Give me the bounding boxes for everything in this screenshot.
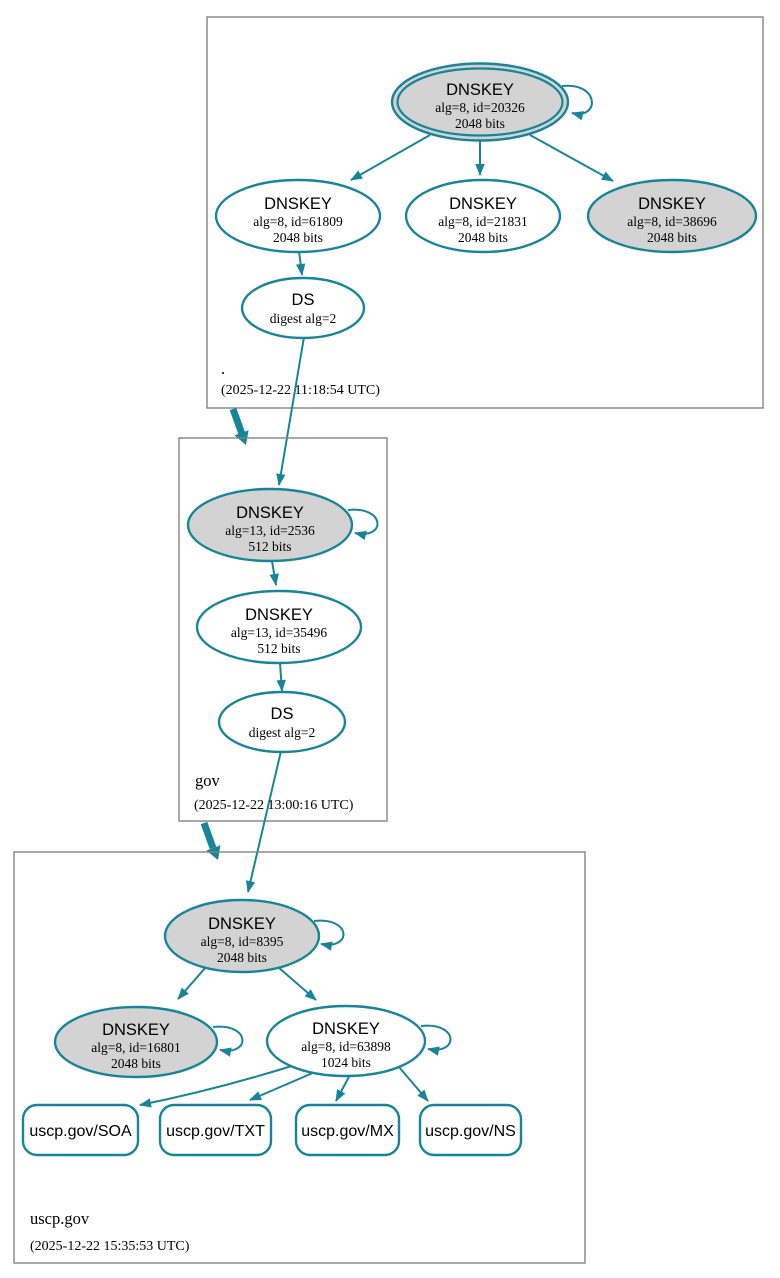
- rrset-mx-rect: [294, 1103, 401, 1157]
- gov-ds-title: DS: [271, 705, 294, 723]
- gov-zsk-detail2: 512 bits: [257, 641, 300, 656]
- root-ksk-title: DNSKEY: [446, 81, 514, 99]
- node-gov-zsk-35496: DNSKEY alg=13, id=35496 512 bits: [195, 589, 363, 665]
- gov-ksk-detail2: 512 bits: [248, 539, 291, 554]
- uscp-ksk-detail1: alg=8, id=8395: [201, 934, 284, 949]
- uscp-63898-detail1: alg=8, id=63898: [301, 1039, 391, 1054]
- uscp-16801-detail2: 2048 bits: [111, 1056, 161, 1071]
- rrset-txt-label: uscp.gov/TXT: [166, 1123, 265, 1140]
- uscp-16801-ellipse: [53, 1005, 219, 1079]
- root-zsk38696-detail2: 2048 bits: [647, 230, 697, 245]
- gov-zsk-detail1: alg=13, id=35496: [231, 625, 327, 640]
- root-zsk61809-ellipse: [214, 178, 382, 254]
- uscp-ksk-ellipse: [163, 898, 321, 974]
- rrset-box-ns: uscp.gov/NS: [418, 1103, 523, 1157]
- edge-gov-ds-to-uscp-ksk: [245, 750, 282, 893]
- zone-label-root: .: [221, 359, 225, 378]
- node-root-zsk-61809: DNSKEY alg=8, id=61809 2048 bits: [214, 178, 382, 254]
- node-uscp-ksk-8395: DNSKEY alg=8, id=8395 2048 bits: [163, 898, 321, 974]
- root-zsk38696-title: DNSKEY: [638, 195, 706, 213]
- self-loop-root-ksk: [561, 84, 593, 121]
- rrset-txt-rect: [158, 1103, 273, 1157]
- gov-ksk-detail1: alg=13, id=2536: [225, 523, 315, 538]
- gov-zsk-ellipse: [195, 589, 363, 665]
- node-root-zsk-21831: DNSKEY alg=8, id=21831 2048 bits: [404, 178, 562, 254]
- root-ksk-inner-ellipse: [396, 67, 564, 137]
- gov-zsk-title: DNSKEY: [245, 606, 313, 624]
- zone-box-gov: [178, 437, 388, 822]
- root-zsk21831-detail2: 2048 bits: [458, 230, 508, 245]
- root-zsk21831-title: DNSKEY: [449, 195, 517, 213]
- root-zsk21831-detail1: alg=8, id=21831: [438, 214, 527, 229]
- self-loop-uscp-ksk: [313, 919, 345, 951]
- root-zsk21831-ellipse: [404, 178, 562, 254]
- gov-ds-detail1: digest alg=2: [249, 725, 315, 740]
- root-ksk-detail2: 2048 bits: [455, 116, 505, 131]
- rrset-mx-label: uscp.gov/MX: [301, 1123, 394, 1140]
- node-uscp-zsk-63898: DNSKEY alg=8, id=63898 1024 bits: [265, 1004, 427, 1078]
- uscp-ksk-title: DNSKEY: [208, 915, 276, 933]
- rrset-ns-rect: [418, 1103, 523, 1157]
- root-ksk-detail1: alg=8, id=20326: [435, 100, 525, 115]
- edge-gov-zsk-to-ds: [276, 662, 286, 692]
- edge-root-ksk-to-zsk61809: [350, 134, 431, 181]
- zone-box-root: [206, 16, 764, 409]
- zone-timestamp-uscp: (2025-12-22 15:35:53 UTC): [30, 1239, 190, 1254]
- rrset-soa-rect: [21, 1103, 140, 1157]
- self-loop-gov-ksk: [347, 508, 379, 540]
- uscp-ksk-detail2: 2048 bits: [217, 950, 267, 965]
- rrset-box-txt: uscp.gov/TXT: [158, 1103, 273, 1157]
- node-uscp-key-16801: DNSKEY alg=8, id=16801 2048 bits: [53, 1005, 219, 1079]
- node-gov-ds: DS digest alg=2: [217, 690, 347, 754]
- zone-timestamp-gov: (2025-12-22 13:00:16 UTC): [194, 798, 354, 813]
- zone-label-gov: gov: [195, 771, 221, 790]
- zone-box-uscp: [13, 851, 586, 1264]
- edge-63898-to-ns: [398, 1066, 429, 1102]
- delegation-arrow-root-to-gov: [229, 407, 249, 445]
- root-zsk61809-title: DNSKEY: [264, 195, 332, 213]
- root-zsk61809-detail2: 2048 bits: [273, 230, 323, 245]
- root-zsk38696-ellipse: [586, 178, 758, 254]
- root-ds-detail1: digest alg=2: [270, 311, 336, 326]
- gov-ksk-ellipse: [186, 487, 354, 563]
- root-zsk61809-detail1: alg=8, id=61809: [253, 214, 343, 229]
- edge-uscp-ksk-to-16801: [177, 966, 207, 1000]
- edge-63898-to-soa: [139, 1064, 296, 1108]
- edge-63898-to-txt: [249, 1068, 323, 1101]
- edge-root-ds-to-gov-ksk: [276, 336, 305, 486]
- self-loop-uscp-63898: [420, 1024, 452, 1056]
- edge-zsk61809-to-ds: [295, 250, 306, 276]
- rrset-ns-label: uscp.gov/NS: [425, 1123, 516, 1140]
- root-ds-ellipse: [240, 276, 366, 340]
- node-gov-ksk-2536: DNSKEY alg=13, id=2536 512 bits: [186, 487, 354, 563]
- uscp-16801-title: DNSKEY: [102, 1021, 170, 1039]
- uscp-16801-detail1: alg=8, id=16801: [91, 1040, 180, 1055]
- edge-gov-ksk-to-zsk: [269, 560, 279, 586]
- node-root-ds: DS digest alg=2: [240, 276, 366, 340]
- rrset-soa-label: uscp.gov/SOA: [29, 1123, 132, 1140]
- zone-label-uscp: uscp.gov: [30, 1209, 90, 1228]
- node-root-ksk-20326: DNSKEY alg=8, id=20326 2048 bits: [390, 62, 570, 142]
- edge-root-ksk-to-zsk38696: [529, 134, 614, 182]
- uscp-63898-title: DNSKEY: [312, 1020, 380, 1038]
- gov-ds-ellipse: [217, 690, 347, 754]
- self-loop-uscp-16801: [212, 1025, 244, 1057]
- rrset-box-soa: uscp.gov/SOA: [21, 1103, 140, 1157]
- root-zsk38696-detail1: alg=8, id=38696: [627, 214, 717, 229]
- zone-timestamp-root: (2025-12-22 11:18:54 UTC): [221, 383, 380, 398]
- root-ksk-outer-ellipse: [390, 62, 570, 142]
- delegation-arrow-gov-to-uscp: [200, 821, 221, 860]
- uscp-63898-detail2: 1024 bits: [321, 1055, 371, 1070]
- rrset-box-mx: uscp.gov/MX: [294, 1103, 401, 1157]
- uscp-63898-ellipse: [265, 1004, 427, 1078]
- node-root-zsk-38696: DNSKEY alg=8, id=38696 2048 bits: [586, 178, 758, 254]
- root-ds-title: DS: [292, 291, 315, 309]
- edge-63898-to-mx: [335, 1072, 352, 1102]
- gov-ksk-title: DNSKEY: [236, 504, 304, 522]
- edge-uscp-ksk-to-63898: [277, 966, 317, 1001]
